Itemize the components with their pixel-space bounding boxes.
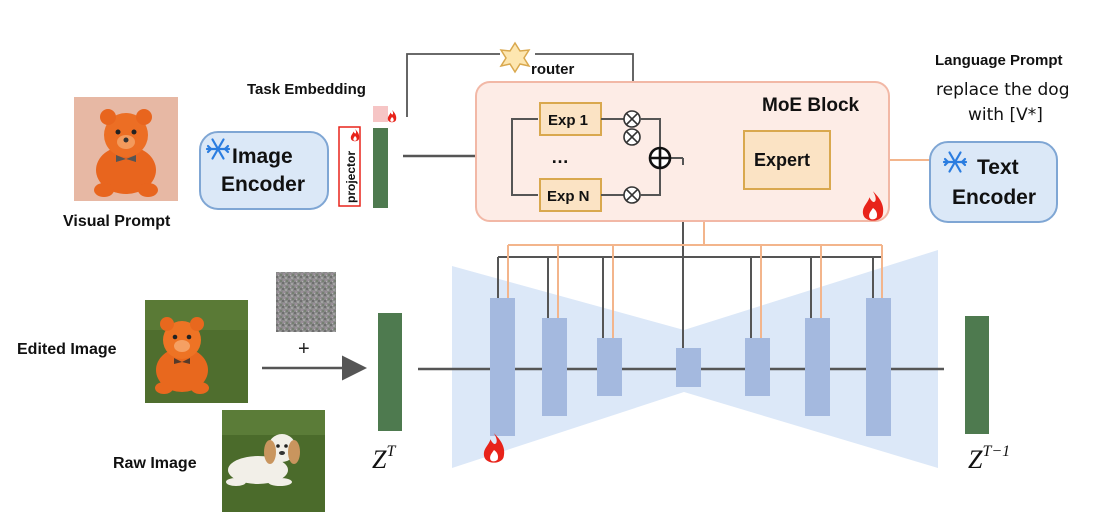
experts-ellipsis: …: [551, 147, 569, 167]
expert-n-box: [539, 178, 602, 212]
moe-block-label: MoE Block: [762, 95, 860, 116]
shared-expert-label: Expert: [754, 150, 810, 170]
plus-sign: +: [298, 338, 310, 360]
unet-blocks: [490, 298, 891, 436]
otimes-icon: [623, 128, 641, 146]
prompt-text-line-1: replace the dog: [936, 80, 1070, 100]
edited-image: [145, 300, 248, 403]
fire-icon: [387, 110, 397, 123]
raw-image: [222, 410, 325, 512]
task-embedding-token: [373, 106, 388, 122]
raw-image-label: Raw Image: [113, 455, 197, 472]
router-line: [406, 53, 500, 117]
expert-1-box: [539, 102, 602, 136]
text-encoder-box: [929, 141, 1058, 223]
text-encoder-label-2: Encoder: [952, 186, 1036, 209]
unet-block: [745, 338, 770, 396]
image-encoder-label-2: Encoder: [221, 173, 305, 196]
image-embedding-token: [373, 128, 388, 208]
language-prompt-label: Language Prompt: [935, 52, 1063, 69]
otimes-icon: [623, 186, 641, 204]
image-encoder-box: [199, 131, 329, 210]
latent-zt: [378, 313, 402, 431]
star-icon: [499, 41, 531, 74]
zt-label: ZT: [372, 443, 396, 474]
prompt-text-line-2: with [V*]: [968, 105, 1043, 125]
visual-prompt-image: [74, 97, 178, 201]
image-encoder-label-1: Image: [232, 145, 293, 168]
moe-branch-lines: [511, 118, 538, 196]
expert-1-label: Exp 1: [548, 112, 588, 129]
latent-zt-minus-1: [965, 316, 989, 434]
zt-minus-1-label: ZT−1: [968, 443, 1010, 474]
unet-block: [597, 338, 622, 396]
router-label: router: [531, 61, 575, 78]
projector-label: projector: [344, 151, 358, 203]
unet-block: [866, 298, 891, 436]
projector-box: [338, 126, 361, 207]
shared-expert-box: [743, 130, 831, 190]
expert-n-label: Exp N: [547, 188, 590, 205]
visual-prompt-label: Visual Prompt: [63, 213, 171, 230]
otimes-icon: [623, 110, 641, 128]
unet-block: [676, 348, 701, 387]
unet-block: [542, 318, 567, 416]
task-embedding-label: Task Embedding: [247, 81, 366, 98]
edited-image-label: Edited Image: [17, 341, 117, 358]
unet-block: [805, 318, 830, 416]
unet-encoder-shape: [452, 266, 684, 468]
text-encoder-label-1: Text: [977, 156, 1019, 179]
unet-block: [490, 298, 515, 436]
oplus-icon: [648, 146, 672, 170]
noise-image: [276, 272, 336, 332]
